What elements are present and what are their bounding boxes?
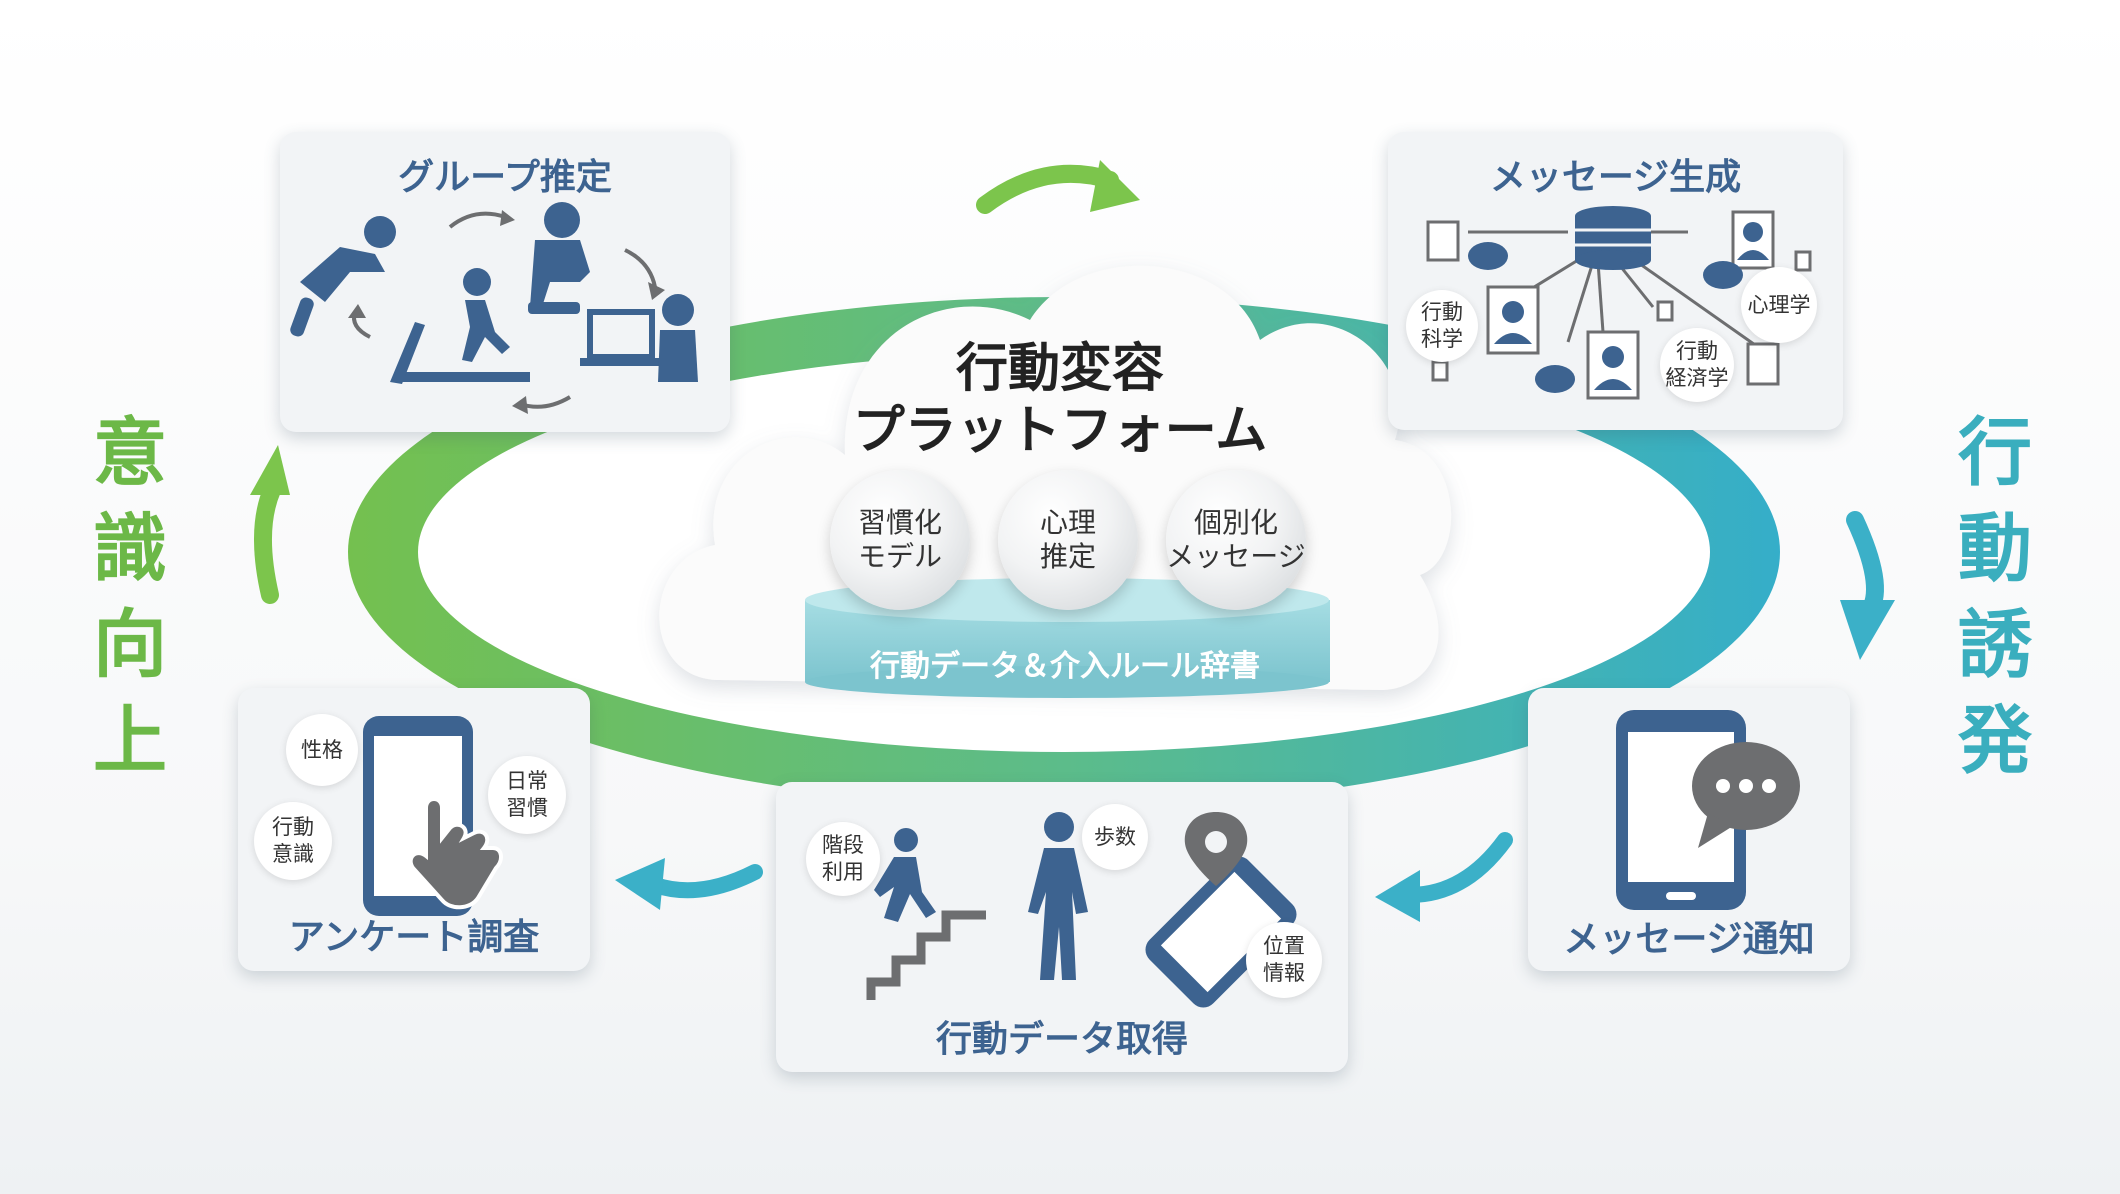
module-psych-estimate: 心理 推定 (998, 470, 1138, 610)
side-char: 向 (93, 602, 167, 688)
tag-step-count: 歩数 (1082, 804, 1148, 870)
data-dictionary-label: 行動データ＆介入ルール辞書 (870, 649, 1260, 684)
database-icon (1575, 206, 1651, 270)
arrow-top (976, 160, 1140, 214)
side-char: 上 (93, 698, 167, 784)
step-message-generation: メッセージ生成 (1388, 132, 1843, 430)
step-message-notification: メッセージ通知 (1528, 688, 1850, 971)
step-behavior-data: 階段 利用 歩数 位置 情報 行動データ取得 (776, 782, 1348, 1072)
phone-chat-icon (1616, 710, 1800, 910)
arrow-left (250, 445, 290, 604)
tag-stairs-usage: 階段 利用 (806, 822, 880, 896)
side-char: 動 (1958, 506, 2032, 592)
people-cycle-icon (290, 202, 698, 414)
arrow-right (1840, 511, 1895, 660)
tag-location-info: 位置 情報 (1246, 922, 1322, 998)
arrow-bottom-right (1375, 832, 1513, 922)
side-label-action: 行 動 誘 発 (1945, 405, 2045, 789)
tag-daily-habits: 日常 習慣 (488, 756, 566, 834)
side-char: 識 (93, 506, 167, 592)
step-title: 行動データ取得 (935, 1019, 1188, 1060)
tag-behavior-awareness: 行動 意識 (254, 802, 332, 880)
tag-behavioral-economics: 行動 経済学 (1660, 328, 1734, 402)
module-personal-message: 個別化 メッセージ (1166, 470, 1306, 610)
step-title: メッセージ生成 (1489, 157, 1742, 198)
side-char: 誘 (1958, 602, 2032, 688)
arrow-bottom-left (615, 858, 763, 910)
side-label-awareness: 意 識 向 上 (80, 405, 180, 789)
walking-person-icon (1028, 812, 1088, 980)
step-title: アンケート調査 (288, 917, 540, 958)
module-habit-model: 習慣化 モデル (830, 470, 970, 610)
knowledge-network-icon (1426, 206, 1812, 400)
stairs-icon (866, 828, 986, 1000)
activity-icons (866, 812, 1297, 1008)
step-title: メッセージ通知 (1563, 919, 1815, 960)
step-survey: 性格 日常 習慣 行動 意識 アンケート調査 (238, 688, 590, 971)
chat-icons (1468, 242, 1743, 393)
side-char: 意 (93, 410, 167, 496)
tag-behavioral-science: 行動 科学 (1406, 290, 1478, 362)
person-icons (1494, 222, 1769, 390)
step-title: グループ推定 (398, 157, 612, 198)
tag-personality: 性格 (286, 714, 358, 786)
side-char: 行 (1958, 410, 2032, 496)
phone-location-icon (1145, 812, 1297, 1008)
tag-psychology: 心理学 (1741, 267, 1817, 343)
step-group-estimation: グループ推定 (280, 132, 730, 432)
side-char: 発 (1958, 698, 2032, 784)
platform-title-line2: プラットフォーム (852, 401, 1268, 461)
phone-touch-icon (363, 716, 503, 916)
platform-title-line1: 行動変容 (955, 339, 1164, 399)
